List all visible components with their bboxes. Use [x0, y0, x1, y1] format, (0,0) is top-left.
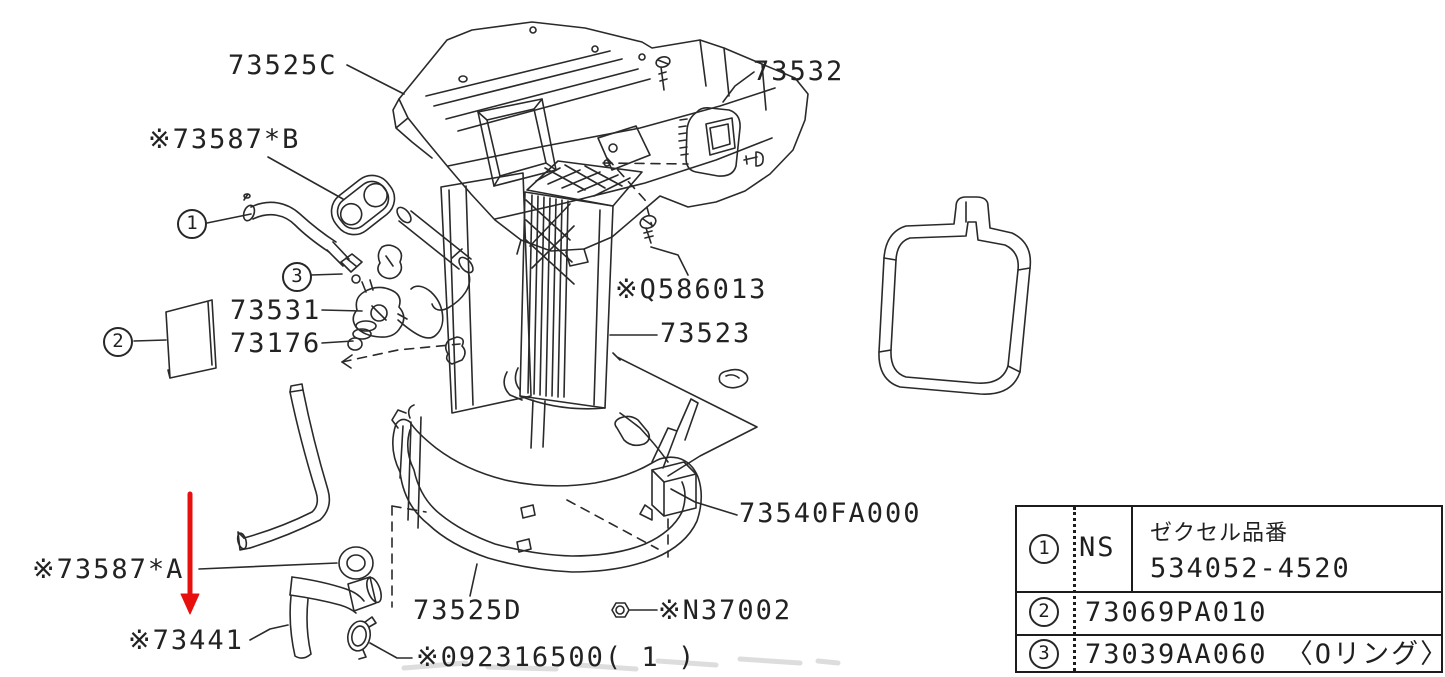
legend-sub-divider [1131, 507, 1133, 591]
legend-part-3: 73039AA060 〈Oリング〉 [1085, 639, 1445, 670]
seal-frame-drawing [878, 196, 1032, 395]
label-grommet-b: ※73587*B [148, 124, 301, 155]
label-upper-case: 73525C [228, 50, 338, 81]
evaporator-drawing [440, 160, 643, 449]
dashed-arrowhead [341, 354, 353, 369]
label-valve: 73531 [230, 295, 322, 326]
legend-supplier-part: 534052-4520 [1150, 553, 1351, 584]
callout-1: 1 [177, 209, 207, 239]
resistor-drawing [678, 107, 764, 177]
legend-callout-3: 3 [1029, 639, 1059, 669]
legend-supplier-note: ゼクセル品番 [1150, 521, 1289, 546]
dashed-assembly-lines [341, 157, 689, 608]
scan-artifacts [401, 656, 841, 672]
nut-drawing [611, 602, 630, 618]
insulator-pad-drawing [165, 299, 217, 379]
callout-2: 2 [103, 327, 133, 357]
screw-q586013 [639, 214, 657, 244]
legend-row-divider-2 [1017, 634, 1441, 636]
label-lower-case: 73525D [413, 595, 523, 626]
label-evaporator: 73523 [660, 318, 752, 349]
legend-supplier-code: NS [1079, 532, 1116, 563]
thermo-amp-drawing [619, 412, 697, 521]
gasket-b-drawing [330, 174, 396, 236]
label-resistor: 73532 [753, 56, 845, 87]
legend-table: 1 NS ゼクセル品番 534052-4520 2 73069PA010 3 7… [1015, 505, 1445, 673]
label-nut: ※N37002 [658, 595, 793, 626]
upper-drain-hose [236, 383, 331, 551]
label-oring: 73176 [230, 328, 322, 359]
upper-case-drawing [392, 21, 809, 267]
housing-screw [655, 56, 671, 91]
label-grommet-a: ※73587*A [32, 554, 185, 585]
callout-3: 3 [282, 262, 312, 292]
legend-callout-2: 2 [1029, 597, 1059, 627]
lower-case-drawing [391, 398, 703, 573]
legend-part-2: 73069PA010 [1085, 597, 1268, 628]
label-screw: ※Q586013 [615, 274, 768, 305]
pipe-valve-assembly [242, 193, 474, 351]
legend-dotted-divider [1073, 507, 1076, 671]
leader-lines [133, 64, 755, 659]
red-arrow [180, 491, 200, 615]
label-hose-clamp: ※092316500( 1 ) [416, 642, 697, 673]
legend-callout-1: 1 [1029, 534, 1059, 564]
legend-row-divider-1 [1017, 591, 1441, 593]
thermo-sensor-wire [612, 352, 758, 477]
label-thermo-amp: 73540FA000 [739, 498, 922, 529]
heater-hose-assembly [289, 546, 382, 660]
label-drain-hose: ※73441 [128, 625, 244, 656]
